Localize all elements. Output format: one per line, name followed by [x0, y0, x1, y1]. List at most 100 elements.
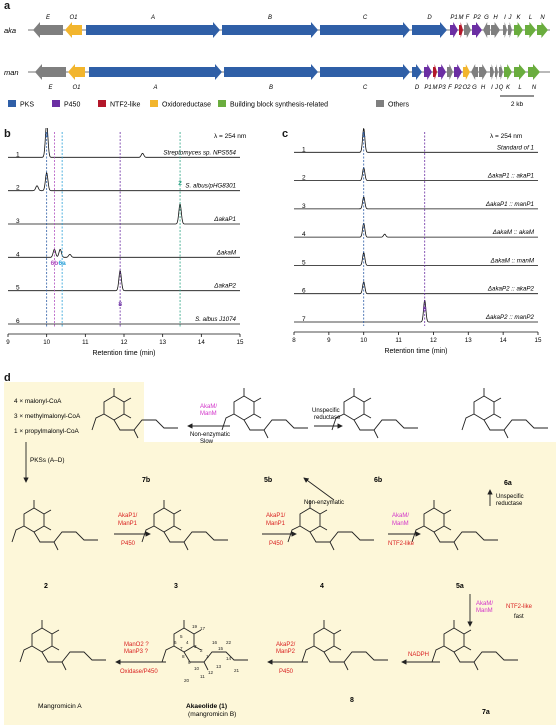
gene-arrow-man-D [412, 64, 422, 80]
gene-arrow-aka-L [525, 22, 536, 38]
structure-6a [461, 387, 549, 439]
arrow-4-5b [303, 477, 335, 501]
cluster-name-aka: aka [4, 26, 16, 35]
atom-number-22: 22 [226, 640, 232, 645]
trace-number-5: 5 [16, 285, 20, 292]
gene-label-aka-I: I [504, 15, 506, 21]
gene-arrow-aka-M [459, 22, 463, 38]
trace-6 [294, 281, 538, 295]
x-tick-label-11: 11 [395, 337, 402, 344]
gene-label-man-K: K [506, 85, 511, 91]
enz-7a-8: NADPH [408, 652, 429, 658]
gene-arrow-aka-E [33, 22, 63, 38]
x-axis-label: Retention time (min) [384, 348, 447, 355]
gene-arrow-man-A [89, 64, 222, 80]
gene-arrow-man-O1 [68, 64, 85, 80]
gene-arrow-aka-P1 [450, 22, 458, 38]
label-7b: 7b [142, 477, 150, 484]
label-7a: 7a [482, 709, 490, 716]
atom-number-7: 7 [180, 646, 183, 651]
gene-label-aka-B: B [268, 15, 272, 21]
gene-arrow-aka-G [483, 22, 490, 38]
trace-label-3: ΔakaP1 [213, 216, 236, 223]
gene-label-man-M: M [433, 85, 438, 91]
legend-swatch-others [376, 100, 384, 107]
trace-label-2: ΔakaP1 :: akaP1 [487, 173, 534, 180]
enz-8-1-a: AkaP2/ [276, 642, 296, 648]
gene-label-man-P3: P3 [438, 85, 446, 91]
trace-label-4: ΔakaM [216, 249, 237, 256]
gene-arrow-man-P2 [454, 64, 462, 80]
trace-number-3: 3 [302, 203, 306, 210]
label-6b: 6b [374, 477, 382, 484]
gene-label-aka-G: G [484, 15, 489, 21]
gene-arrow-aka-K [514, 22, 523, 38]
gene-arrow-man-K [504, 64, 512, 80]
gene-arrow-man-N [528, 64, 540, 80]
atom-number-11: 11 [200, 674, 205, 679]
trace-label-3: ΔakaP1 :: manP1 [485, 201, 534, 208]
x-tick-label-15: 15 [237, 339, 244, 346]
x-tick-label-12: 12 [121, 339, 128, 346]
gene-label-aka-P1: P1 [450, 15, 457, 21]
trace-label-7: ΔakaP2 :: manP2 [485, 314, 535, 321]
trace-number-1: 1 [302, 146, 306, 153]
trace-5 [294, 252, 538, 266]
enz-3-4-c: P450 [269, 541, 284, 547]
x-tick-label-13: 13 [159, 339, 166, 346]
enz-4-5a-a: AkaM/ [392, 513, 409, 519]
label-3: 3 [174, 583, 178, 590]
legend-label-oxido: Oxidoreductase [162, 102, 211, 109]
gene-label-man-O1: O1 [72, 85, 80, 91]
enz-2-3-b: ManP1 [118, 521, 138, 527]
trace-number-4: 4 [302, 231, 306, 238]
gene-arrow-man-I [490, 64, 494, 80]
trace-number-7: 7 [302, 316, 306, 323]
x-tick-label-14: 14 [198, 339, 205, 346]
wavelength-label: λ = 254 nm [214, 133, 246, 140]
trace-2 [294, 167, 538, 181]
trace-label-6: S. albus J1074 [195, 316, 236, 323]
x-tick-label-15: 15 [535, 337, 542, 344]
gene-label-man-E: E [48, 85, 53, 91]
atom-number-19: 19 [192, 624, 198, 629]
atom-number-10: 10 [194, 666, 200, 671]
gene-arrow-aka-J [508, 22, 512, 38]
gene-label-man-J: J [494, 85, 499, 91]
atom-number-9: 9 [188, 660, 191, 665]
label-5b: 5b [264, 477, 272, 484]
gene-arrow-man-P3 [438, 64, 446, 80]
trace-number-1: 1 [16, 151, 20, 158]
trace-4 [8, 248, 240, 258]
peak-label-1: 1 [362, 132, 366, 139]
gene-label-aka-K: K [516, 15, 521, 21]
trace-label-1: Standard of 1 [497, 144, 534, 151]
trace-3 [8, 202, 240, 225]
trace-label-5: ΔakaM :: manM [490, 257, 535, 264]
x-tick-label-11: 11 [82, 339, 89, 346]
enz-2-3-a: AkaP1/ [118, 513, 138, 519]
enz-4-5a-b: ManM [392, 521, 409, 527]
gene-label-aka-D: D [427, 15, 432, 21]
trace-label-2: S. albus/pHG8301 [185, 183, 236, 190]
panel-label-b: b [4, 128, 11, 140]
trace-number-6: 6 [302, 288, 306, 295]
atom-number-2: 2 [200, 648, 203, 653]
label-mangromicin-b: (mangromicin B) [188, 711, 236, 718]
panel-label-a: a [4, 0, 11, 12]
gene-label-aka-N: N [540, 15, 545, 21]
enz-4-5a-c: NTF2-like [388, 541, 415, 547]
x-tick-label-10: 10 [360, 337, 367, 344]
x-tick-label-8: 8 [292, 337, 296, 344]
gene-label-man-N: N [532, 85, 537, 91]
gene-label-man-P2: P2 [454, 85, 462, 91]
gene-label-man-P1: P1 [424, 85, 431, 91]
atom-number-16: 16 [212, 640, 218, 645]
peak-label-8: 8 [423, 306, 427, 313]
x-tick-label-10: 10 [43, 339, 50, 346]
atom-number-21: 21 [234, 668, 240, 673]
cluster-name-man: man [4, 68, 19, 77]
enz-5a-7a-c: NTF2-like [506, 604, 533, 610]
gene-arrow-aka-A [86, 22, 220, 38]
